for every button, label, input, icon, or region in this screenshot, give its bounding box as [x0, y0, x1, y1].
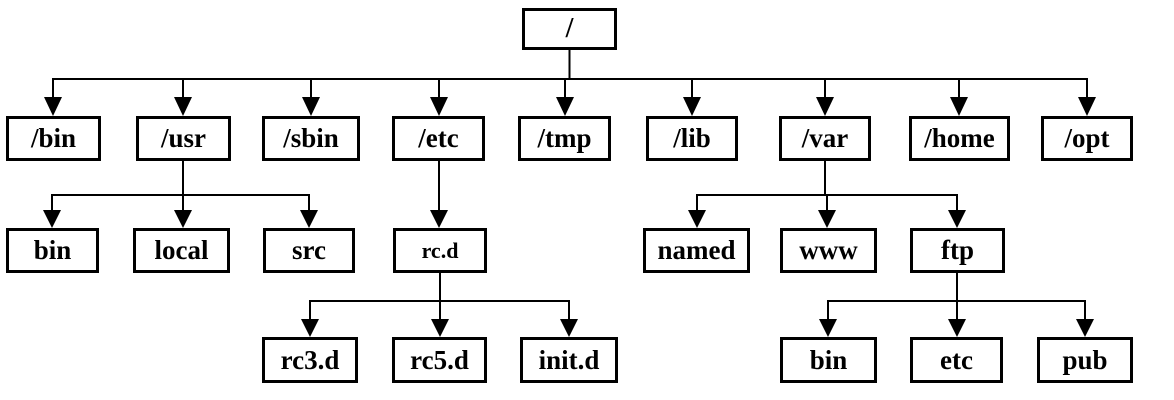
node-usr-local: local	[133, 228, 230, 273]
node-var-named: named	[643, 228, 750, 273]
connector-usr-to-children	[43, 160, 318, 228]
node-root: /	[522, 8, 617, 50]
connector-var-to-children	[688, 160, 966, 228]
connector-etc-to-rcd	[430, 160, 448, 228]
node-home: /home	[909, 116, 1010, 161]
node-var: /var	[779, 116, 871, 161]
node-usr-bin: bin	[6, 228, 99, 273]
node-etc-rcd: rc.d	[393, 228, 487, 273]
node-lib: /lib	[646, 116, 738, 161]
node-opt: /opt	[1041, 116, 1133, 161]
connector-root-to-level2	[44, 49, 1096, 116]
node-etc: /etc	[392, 116, 485, 161]
node-rcd-initd: init.d	[520, 337, 618, 383]
node-ftp-etc: etc	[910, 337, 1003, 383]
node-ftp-pub: pub	[1037, 337, 1133, 383]
node-rcd-rc5d: rc5.d	[392, 337, 487, 383]
node-rcd-rc3d: rc3.d	[262, 337, 358, 383]
connector-rcd-to-children	[301, 272, 578, 337]
node-bin: /bin	[6, 116, 101, 161]
node-var-www: www	[780, 228, 877, 273]
connector-ftp-to-children	[819, 272, 1094, 337]
node-ftp-bin: bin	[780, 337, 877, 383]
node-usr: /usr	[136, 116, 231, 161]
node-tmp: /tmp	[518, 116, 611, 161]
node-sbin: /sbin	[262, 116, 360, 161]
node-usr-src: src	[263, 228, 355, 273]
node-var-ftp: ftp	[910, 228, 1005, 273]
